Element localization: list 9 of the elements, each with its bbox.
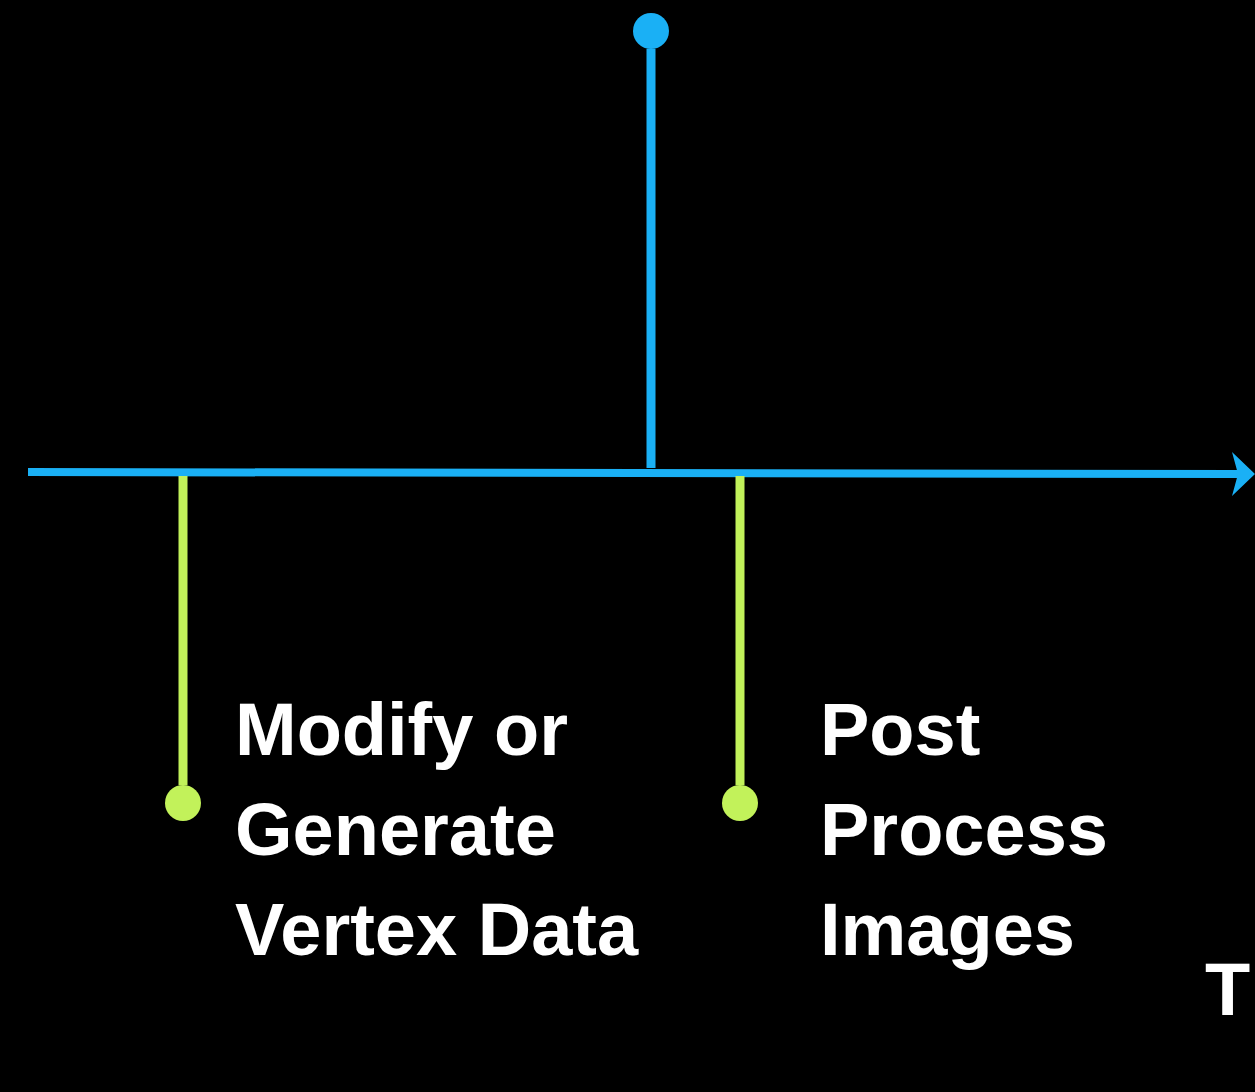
step-label: Post Process Images bbox=[820, 687, 1109, 973]
step-label: Modify or Generate Vertex Data bbox=[235, 687, 640, 973]
label: T bbox=[1205, 947, 1251, 1033]
connector-line bbox=[178, 476, 188, 785]
timeline-dot bbox=[165, 785, 201, 821]
timeline-dot bbox=[633, 13, 669, 49]
connector-line bbox=[735, 476, 745, 785]
timeline-dot bbox=[722, 785, 758, 821]
connector-line bbox=[646, 49, 656, 468]
